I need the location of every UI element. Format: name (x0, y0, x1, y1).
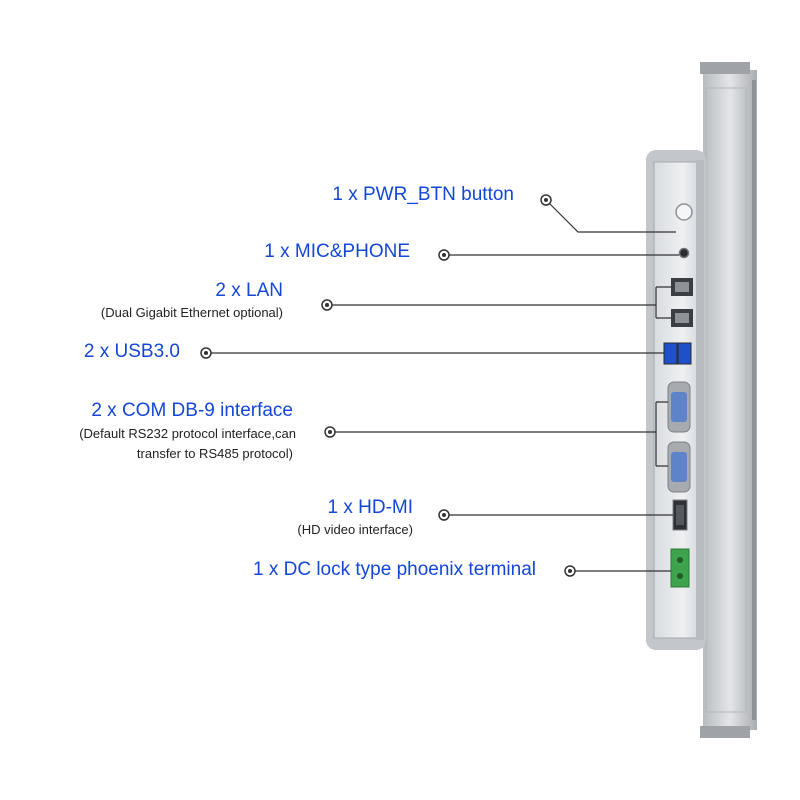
hdmi-port-icon (672, 499, 688, 531)
label-hdmi: 1 x HD-MI (327, 497, 414, 518)
audio-jack-icon (678, 247, 690, 259)
note-lan: (Dual Gigabit Ethernet optional) (100, 305, 283, 320)
label-dc: 1 x DC lock type phoenix terminal (252, 559, 536, 580)
note-hdmi: (HD video interface) (297, 522, 413, 537)
dc-terminal-icon (670, 548, 690, 588)
label-usb: 2 x USB3.0 (83, 341, 180, 362)
label-com: 2 x COM DB-9 interface (91, 400, 293, 421)
leader-lan (327, 286, 671, 319)
com-port-icon (667, 381, 691, 493)
label-lan: 2 x LAN (215, 280, 283, 301)
leader-com (330, 401, 668, 467)
note-com-line2: transfer to RS485 protocol) (136, 446, 293, 461)
usb-port-icon (663, 342, 692, 365)
leader-dot-centers (204, 198, 572, 573)
label-pwr-btn: 1 x PWR_BTN button (332, 184, 514, 205)
leader-pwr-btn (545, 199, 676, 233)
label-mic-phone: 1 x MIC&PHONE (264, 241, 410, 262)
chassis-bezel (700, 62, 757, 738)
power-button-icon (675, 203, 693, 221)
note-com-line1: (Default RS232 protocol interface,can (79, 426, 296, 441)
leader-lines (206, 199, 679, 572)
lan-port-icon (671, 278, 693, 327)
